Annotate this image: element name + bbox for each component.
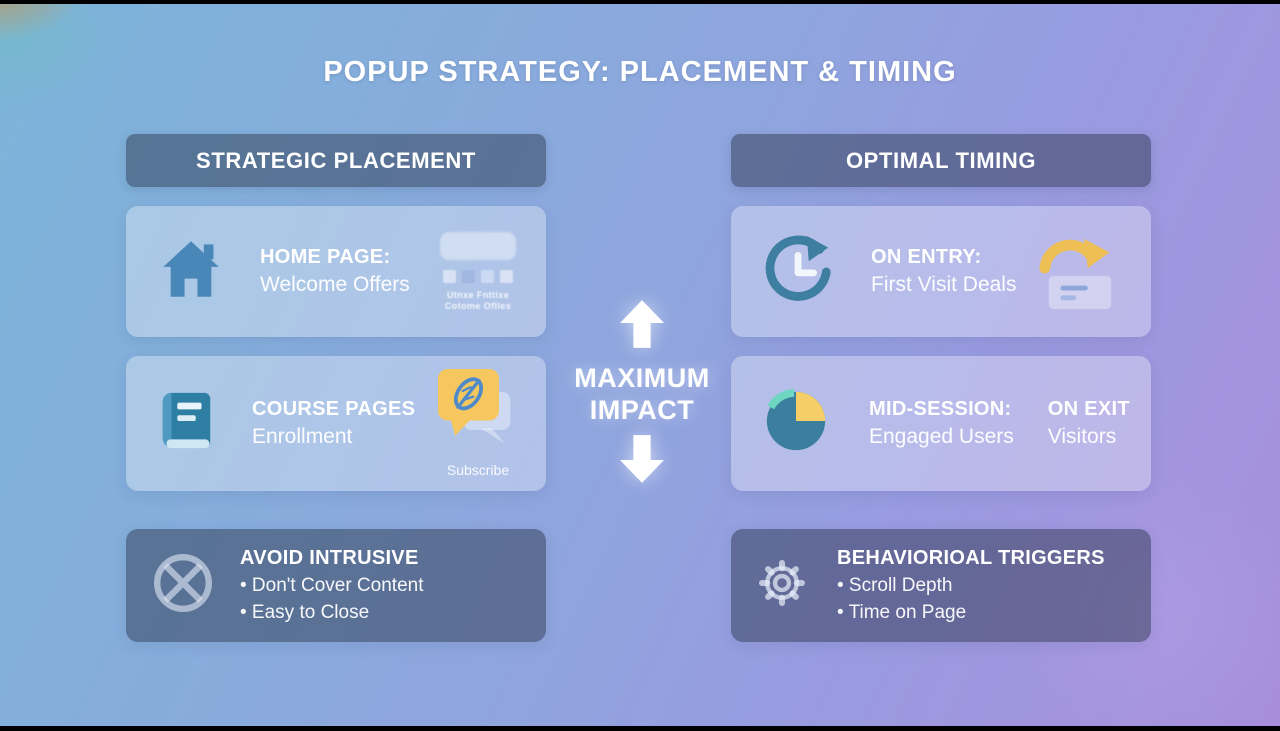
pie-chart-icon bbox=[761, 386, 831, 461]
ghost-popup-text-line2: Cotome Oflles bbox=[444, 300, 512, 311]
subscribe-label: Subscribe bbox=[446, 462, 510, 478]
left-column-header-label: STRATEGIC PLACEMENT bbox=[196, 147, 476, 173]
card-entry-text: ON ENTRY: First Visit Deals bbox=[871, 246, 1035, 297]
house-icon bbox=[156, 238, 226, 305]
card-entry-heading: ON ENTRY: bbox=[871, 246, 982, 268]
book-icon bbox=[156, 388, 218, 459]
card-course-text: COURSE PAGES Enrollment bbox=[252, 398, 436, 449]
card-avoid-bullet-2: • Easy to Close bbox=[240, 602, 370, 623]
card-behavior-bullet-1: • Scroll Depth bbox=[837, 575, 953, 596]
chat-bubble-icon bbox=[438, 369, 518, 456]
card-behavior-bullet-2: • Time on Page bbox=[837, 602, 967, 623]
clock-refresh-icon bbox=[761, 231, 837, 312]
mid-session-column: MID-SESSION: Engaged Users bbox=[869, 398, 1014, 449]
card-behavior-heading: BEHAVIORIOAL TRIGGERS bbox=[837, 547, 1105, 569]
card-home-text: HOME PAGE: Welcome Offers bbox=[260, 246, 436, 297]
card-course-pages: COURSE PAGES Enrollment bbox=[126, 356, 546, 491]
ghost-popup-text-line1: Utnxe Fnttixe bbox=[446, 289, 510, 300]
maximum-impact-label: MAXIMUM IMPACT bbox=[574, 363, 709, 427]
page-title: POPUP STRATEGY: PLACEMENT & TIMING bbox=[323, 56, 957, 88]
ghost-popup-thumbnails bbox=[443, 269, 513, 283]
card-behavior-text: BEHAVIORIOAL TRIGGERS • Scroll Depth • T… bbox=[837, 547, 1105, 624]
right-column-header: OPTIMAL TIMING bbox=[731, 134, 1151, 187]
gear-icon bbox=[749, 550, 815, 621]
card-avoid-bullet-1: • Don't Cover Content bbox=[240, 575, 424, 596]
card-avoid-intrusive: AVOID INTRUSIVE • Don't Cover Content • … bbox=[126, 529, 546, 642]
ghost-popup-text: Utnxe Fnttixe Cotome Oflles bbox=[445, 290, 511, 312]
card-home-page: HOME PAGE: Welcome Offers Utnxe Fnttixe … bbox=[126, 206, 546, 337]
right-column-header-label: OPTIMAL TIMING bbox=[845, 147, 1037, 173]
maximum-impact-line2: IMPACT bbox=[589, 394, 695, 425]
left-column-header: STRATEGIC PLACEMENT bbox=[126, 134, 546, 187]
card-home-subtext: Welcome Offers bbox=[260, 273, 410, 296]
gradient-background: POPUP STRATEGY: PLACEMENT & TIMING STRAT… bbox=[0, 4, 1280, 726]
mid-session-heading: MID-SESSION: bbox=[869, 398, 1012, 420]
card-course-heading: COURSE PAGES bbox=[252, 398, 416, 420]
ghost-popup-icon: Utnxe Fnttixe Cotome Oflles bbox=[436, 231, 520, 312]
card-mid-text: MID-SESSION: Engaged Users ON EXIT Visit… bbox=[869, 398, 1151, 449]
prohibit-icon bbox=[148, 548, 218, 623]
card-behavioral-triggers: BEHAVIORIOAL TRIGGERS • Scroll Depth • T… bbox=[731, 529, 1151, 642]
on-exit-column: ON EXIT Visitors bbox=[1048, 398, 1130, 449]
ghost-popup-banner bbox=[440, 231, 516, 260]
on-exit-heading: ON EXIT bbox=[1047, 398, 1130, 420]
down-arrow-icon bbox=[620, 434, 664, 488]
maximum-impact-group: MAXIMUM IMPACT bbox=[562, 300, 722, 488]
on-exit-subtext: Visitors bbox=[1047, 425, 1117, 448]
card-entry-subtext: First Visit Deals bbox=[871, 273, 1017, 296]
card-mid-session: MID-SESSION: Engaged Users ON EXIT Visit… bbox=[731, 356, 1151, 491]
maximum-impact-line1: MAXIMUM bbox=[574, 363, 710, 393]
card-home-heading: HOME PAGE: bbox=[260, 246, 391, 268]
popup-arrow-icon bbox=[1035, 225, 1125, 318]
subscribe-bubble: Subscribe bbox=[436, 369, 520, 478]
mid-session-subtext: Engaged Users bbox=[869, 425, 1014, 448]
card-course-subtext: Enrollment bbox=[252, 425, 353, 448]
card-on-entry: ON ENTRY: First Visit Deals bbox=[731, 206, 1151, 337]
up-arrow-icon bbox=[620, 300, 664, 353]
card-avoid-text: AVOID INTRUSIVE • Don't Cover Content • … bbox=[240, 547, 423, 624]
card-avoid-heading: AVOID INTRUSIVE bbox=[240, 547, 419, 569]
